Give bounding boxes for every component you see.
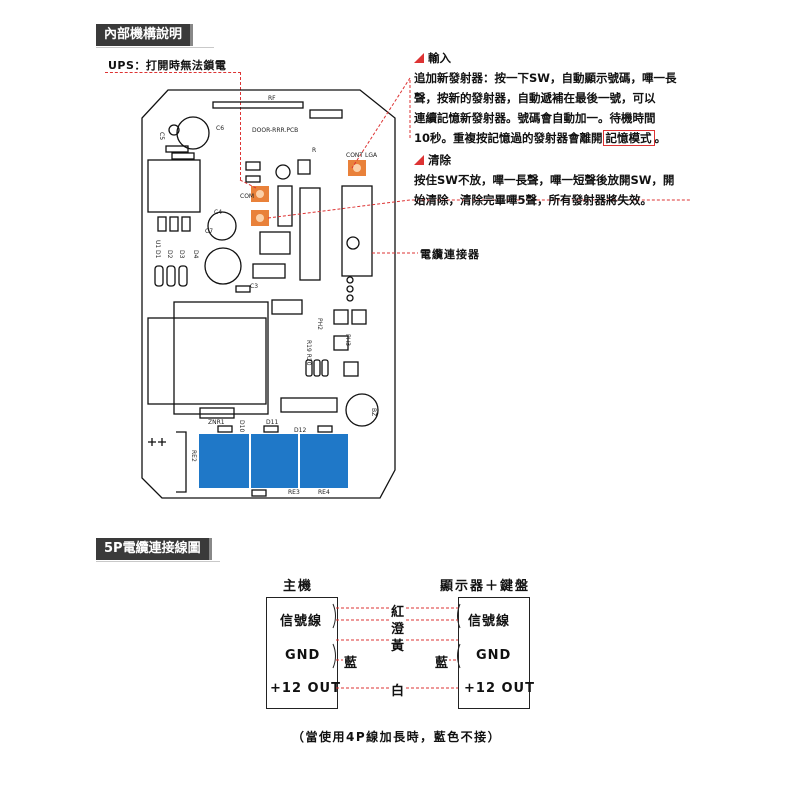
pcb-label-re3: RE3 xyxy=(288,489,300,496)
input-note-line-1: 追加新發射器：按一下SW，自動顯示號碼，嗶一長 xyxy=(414,71,677,85)
clear-note-line-2: 始清除，清除完畢嗶5聲，所有發射器將失效。 xyxy=(414,193,652,207)
input-note-line-2: 聲，按新的發射器，自動遞補在最後一號，可以 xyxy=(414,91,656,105)
ups-leader-v xyxy=(240,72,241,180)
pcb-label-ph3: PH3 xyxy=(344,334,351,346)
pcb-label-c3: C3 xyxy=(250,283,258,290)
display-row-signal: 信號線 xyxy=(468,614,511,629)
pcb-board: RF DOOR-RRR.PCB C5 C6 R CONT LGA COM C4 … xyxy=(141,77,690,499)
ups-leader-h xyxy=(105,72,241,73)
pcb-label-c7: C7 xyxy=(205,228,213,235)
wire-blue-right-label: 藍 xyxy=(434,652,450,671)
input-note-line-4-suffix: 。 xyxy=(654,131,667,145)
memory-mode-box: 記憶模式 xyxy=(602,130,655,146)
input-note-line-3: 連續記憶新發射器。號碼會自動加一。待機時間 xyxy=(414,111,656,125)
display-row-12v: +12 OUT xyxy=(464,681,535,696)
pcb-label-r: R xyxy=(312,147,316,154)
pcb-label-comp: COM xyxy=(240,193,254,200)
pcb-label-re4: RE4 xyxy=(318,489,330,496)
section-header-wiring: 5P電纜連接線圖 xyxy=(96,538,212,560)
display-box xyxy=(458,597,530,709)
pcb-label-d4: D4 xyxy=(192,250,199,259)
pcb-label-znr1: ZNR1 xyxy=(208,419,225,426)
pcb-label-board: DOOR-RRR.PCB xyxy=(252,127,298,134)
pcb-label-ph2: PH2 xyxy=(316,318,323,330)
pcb-label-d3: D3 xyxy=(178,250,185,259)
pcb-label-rf: RF xyxy=(268,95,276,102)
pcb-label-d11: D11 xyxy=(266,419,278,426)
pcb-label-c5: C5 xyxy=(158,132,165,140)
header-rule xyxy=(96,561,220,562)
wiring-caption: （當使用4P線加長時，藍色不接） xyxy=(292,730,502,744)
wire-red-label: 紅 xyxy=(390,601,406,620)
display-title: 顯示器＋鍵盤 xyxy=(440,579,531,594)
section-title: 5P電纜連接線圖 xyxy=(104,541,201,556)
host-row-gnd: GND xyxy=(285,648,321,663)
input-note-line-4-prefix: 10秒。重複按記憶過的發射器會離開 xyxy=(414,131,603,145)
input-note-line-4: 10秒。重複按記憶過的發射器會離開記憶模式。 xyxy=(414,128,714,148)
clear-note-title: 清除 xyxy=(428,153,451,167)
relay-1 xyxy=(199,434,249,488)
input-note: 輸入 追加新發射器：按一下SW，自動顯示號碼，嗶一長 聲，按新的發射器，自動遞補… xyxy=(414,48,714,148)
relay-2 xyxy=(251,434,298,488)
wire-yellow-label: 黃 xyxy=(390,635,406,654)
wire-blue-left-label: 藍 xyxy=(343,652,359,671)
display-row-gnd: GND xyxy=(476,648,512,663)
pcb-label-c4: C4 xyxy=(214,209,222,216)
section-title: 內部機構說明 xyxy=(104,27,183,42)
pcb-label-re2: RE2 xyxy=(190,450,197,462)
wire-white-label: 白 xyxy=(390,680,406,699)
wire-orange-label: 澄 xyxy=(390,618,406,637)
host-box xyxy=(266,597,338,709)
ups-note: UPS：打開時無法鎖電 xyxy=(108,59,227,72)
section-header-internal: 內部機構說明 xyxy=(96,24,194,46)
pcb-label-d10: D10 xyxy=(238,420,245,432)
relay-3 xyxy=(300,434,348,488)
input-note-title-row: 輸入 xyxy=(414,48,714,68)
host-row-signal: 信號線 xyxy=(280,614,323,629)
clear-note-line-1: 按住SW不放，嗶一長聲，嗶一短聲後放開SW，開 xyxy=(414,173,675,187)
clear-note-title-row: 清除 xyxy=(414,150,714,170)
host-row-12v: +12 OUT xyxy=(270,681,341,696)
cable-connector-label: 電纜連接器 xyxy=(420,248,480,261)
pcb-label-u1: U1 xyxy=(154,240,161,248)
pcb-label-bz: BZ xyxy=(370,408,377,416)
host-title: 主機 xyxy=(283,579,314,594)
pcb-label-cont: CONT LGA xyxy=(346,152,378,159)
clear-note: 清除 按住SW不放，嗶一長聲，嗶一短聲後放開SW，開 始清除，清除完畢嗶5聲，所… xyxy=(414,150,714,210)
input-note-title: 輸入 xyxy=(428,51,451,65)
pcb-label-c6: C6 xyxy=(216,125,224,132)
pcb-label-r19: R19 R20 xyxy=(305,340,312,366)
pcb-label-d12: D12 xyxy=(294,427,306,434)
pcb-label-d2: D2 xyxy=(166,250,173,259)
header-rule xyxy=(96,47,214,48)
pcb-label-d1: D1 xyxy=(154,250,161,259)
